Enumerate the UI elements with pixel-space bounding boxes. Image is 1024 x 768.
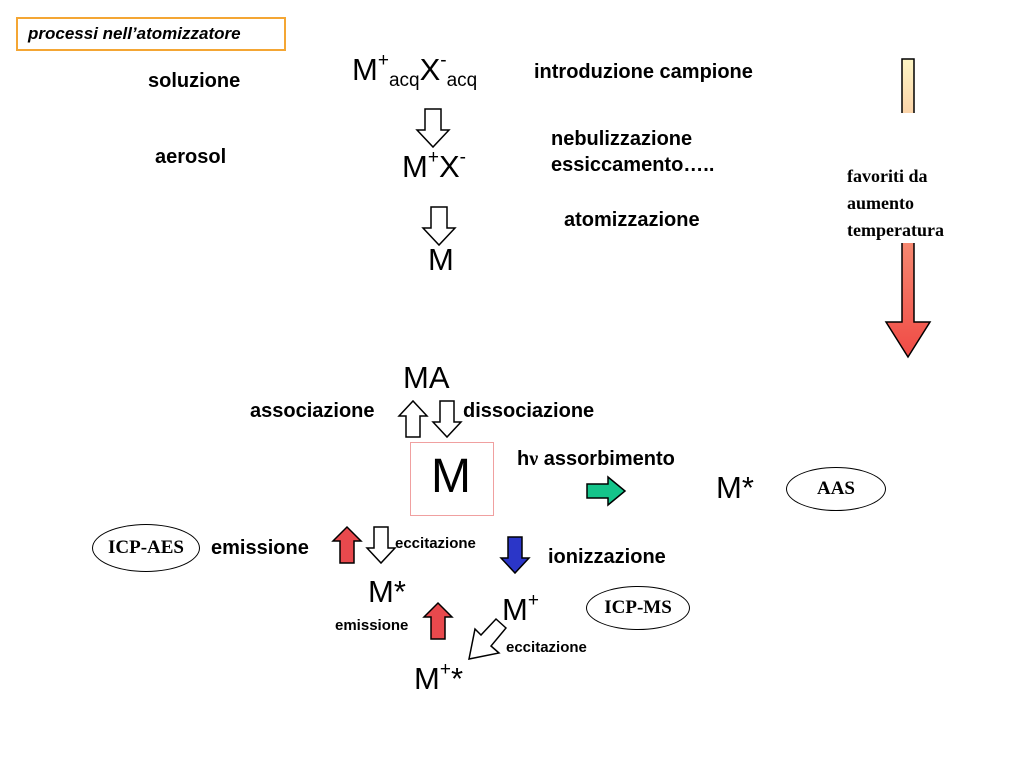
- center-atom: M: [431, 450, 471, 503]
- down-arrow-dissociazione-icon: [431, 400, 463, 439]
- up-arrow-red-1-icon: [331, 525, 363, 564]
- down-arrow-eccitazione-1-icon: [365, 526, 397, 565]
- down-arrow-2-icon: [421, 206, 457, 247]
- label-ionizzazione: ionizzazione: [548, 546, 666, 568]
- center-atom-box: [410, 442, 494, 516]
- label-eccitazione-1: eccitazione: [395, 535, 476, 552]
- icp-ms-badge: ICP-MS: [586, 586, 690, 630]
- label-associazione: associazione: [250, 400, 375, 422]
- label-introduzione: introduzione campione: [534, 61, 753, 83]
- up-arrow-associazione-icon: [397, 399, 429, 438]
- species-m-star-aas: M*: [716, 470, 754, 505]
- species-m-plus: M+: [502, 590, 539, 627]
- icp-aes-badge: ICP-AES: [92, 524, 200, 572]
- species-m-plus-star: M+*: [414, 659, 464, 696]
- right-arrow-teal-icon: [586, 475, 627, 507]
- up-arrow-red-2-icon: [422, 601, 454, 640]
- label-assorbimento: hν assorbimento: [517, 448, 675, 470]
- species-m-star: M*: [368, 574, 406, 609]
- label-emissione-1: emissione: [211, 537, 309, 559]
- diagonal-arrow-eccitazione-icon: [468, 617, 508, 660]
- label-atomizzazione: atomizzazione: [564, 209, 700, 231]
- label-dissociazione: dissociazione: [463, 400, 595, 422]
- slide-title: processi nell’atomizzatore: [16, 17, 286, 51]
- down-arrow-blue-icon: [499, 536, 531, 575]
- down-arrow-1-icon: [415, 108, 451, 149]
- label-emissione-2: emissione: [335, 617, 409, 634]
- label-nebulizzazione: nebulizzazione: [551, 128, 693, 150]
- temperature-note: favoriti da aumento temperatura: [847, 166, 944, 240]
- species-ion-pair: M+X-: [402, 147, 466, 184]
- label-eccitazione-2: eccitazione: [506, 639, 587, 656]
- species-ion-pair-aq: M+acqX-acq: [352, 50, 478, 91]
- label-soluzione: soluzione: [148, 70, 241, 92]
- species-ma: MA: [403, 360, 450, 395]
- species-atom: M: [428, 242, 454, 277]
- label-essiccamento: essiccamento…..: [551, 154, 715, 176]
- label-aerosol: aerosol: [155, 146, 227, 168]
- temperature-note-bg: [845, 113, 975, 243]
- aas-badge: AAS: [786, 467, 886, 511]
